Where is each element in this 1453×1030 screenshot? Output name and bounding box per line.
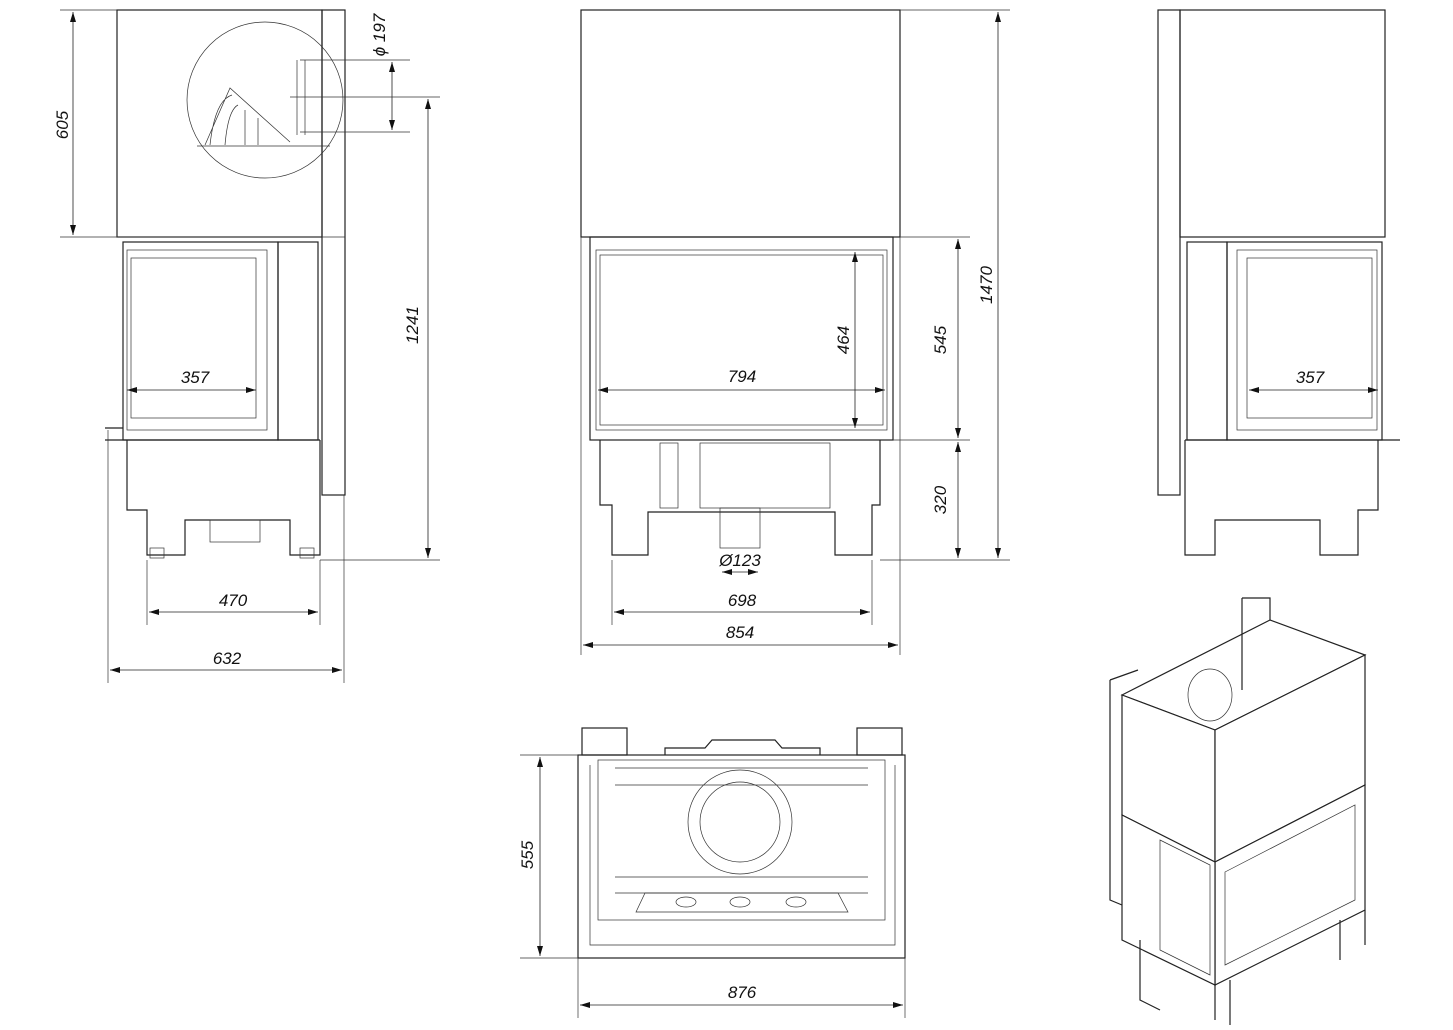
dim-height-top: 605: [53, 110, 72, 139]
dim-top-depth: 555: [518, 840, 537, 869]
dim-air-inlet: Ø123: [718, 551, 761, 570]
front-view: 794 464 545 320 1470 Ø123 698 854: [580, 9, 1010, 655]
flue-detail-circle: [186, 21, 344, 179]
top-view: 555 876: [518, 727, 906, 1018]
dim-flue-height: 1241: [403, 306, 422, 344]
side-glass-frame: [122, 241, 279, 441]
dim-right-glass-width: 357: [1296, 368, 1325, 387]
dim-front-leg-width: 698: [728, 591, 757, 610]
dim-glass-height: 464: [834, 326, 853, 354]
dim-side-glass-width: 357: [181, 368, 210, 387]
dim-total-width: 854: [726, 623, 754, 642]
isometric-view: [1109, 597, 1367, 1025]
dim-top-width: 876: [728, 983, 757, 1002]
dim-total-depth: 632: [213, 649, 242, 668]
left-side-view: 605 ϕ 197 1241 357 470 632: [53, 9, 440, 683]
dim-door-height: 545: [931, 325, 950, 354]
dim-total-height: 1470: [977, 266, 996, 304]
right-side-view: 357: [1157, 9, 1400, 556]
dim-front-glass-width: 794: [728, 367, 756, 386]
dim-leg-width: 470: [219, 591, 248, 610]
dim-flue-diameter: ϕ 197: [370, 13, 389, 56]
dim-base-height: 320: [931, 485, 950, 514]
front-door: [589, 236, 894, 441]
